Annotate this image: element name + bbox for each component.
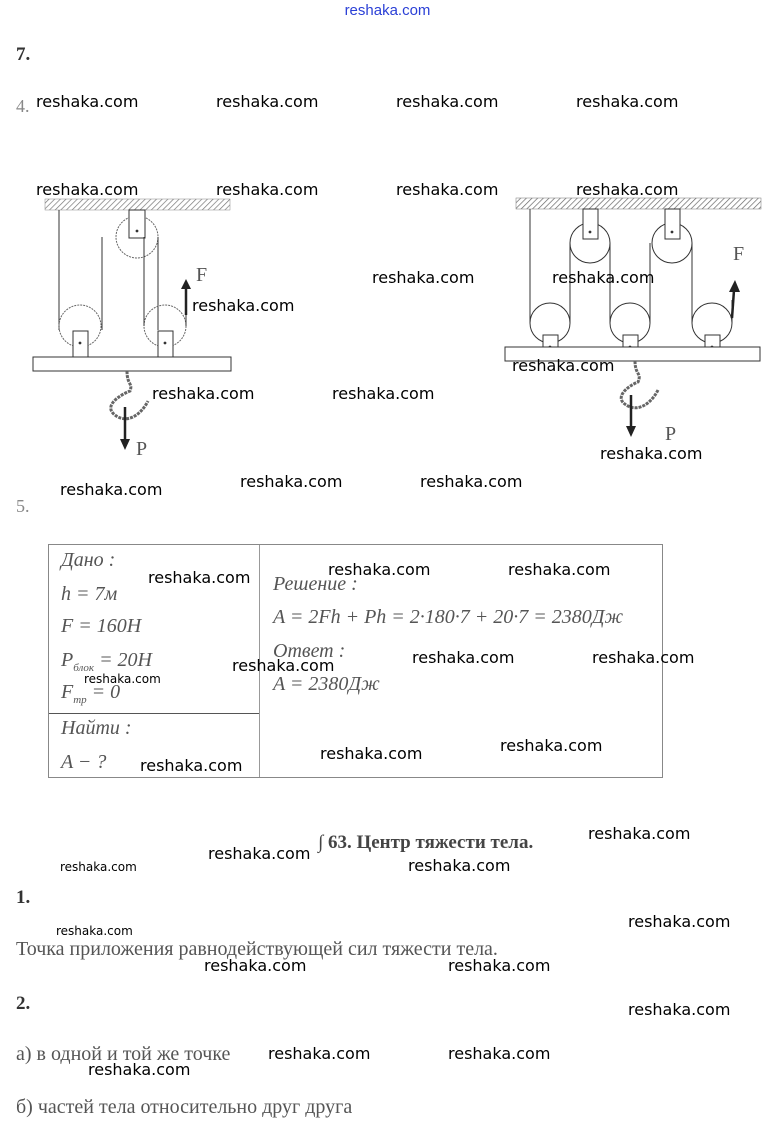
force-label-f: F: [196, 264, 207, 286]
given-f: F = 160H: [61, 615, 142, 637]
watermark: reshaka.com: [500, 736, 603, 755]
left-movable-pulley: [58, 304, 102, 348]
answer-1: Точка приложения равнодействующей сил тя…: [16, 938, 498, 960]
given-h: h = 7м: [61, 583, 118, 605]
answer-value: A = 2380Дж: [273, 673, 380, 695]
given-p-block: Pблок = 20H: [61, 649, 152, 674]
ceiling: [44, 198, 231, 211]
site-header-link[interactable]: reshaka.com: [344, 2, 431, 19]
pulley-diagram-left: F P: [30, 195, 270, 470]
force-arrow-up: [729, 280, 740, 292]
watermark: reshaka.com: [448, 1044, 551, 1063]
watermark: reshaka.com: [328, 560, 431, 579]
force-arrow-up: [181, 279, 191, 289]
platform: [504, 346, 761, 362]
find-heading: Найти :: [61, 717, 132, 739]
watermark: reshaka.com: [628, 912, 731, 931]
watermark: reshaka.com: [396, 180, 499, 199]
watermark: reshaka.com: [628, 1000, 731, 1019]
question-number-1: 1.: [16, 887, 31, 908]
watermark: reshaka.com: [36, 92, 139, 111]
weight-arrow-down: [626, 426, 636, 437]
watermark: reshaka.com: [592, 648, 695, 667]
given-f-friction: Fтр = 0: [61, 681, 120, 706]
hook: [109, 370, 150, 421]
watermark: reshaka.com: [60, 860, 137, 874]
pulley-diagram-right: F P: [500, 190, 770, 455]
watermark: reshaka.com: [268, 1044, 371, 1063]
find-value: A − ?: [61, 751, 107, 773]
watermark: reshaka.com: [600, 444, 703, 463]
watermark: reshaka.com: [36, 180, 139, 199]
weight-arrow-down: [120, 439, 130, 450]
watermark: reshaka.com: [448, 956, 551, 975]
watermark: reshaka.com: [412, 648, 515, 667]
solution-formula: A = 2Fh + Ph = 2·180·7 + 20·7 = 2380Дж: [273, 606, 624, 628]
watermark: reshaka.com: [396, 92, 499, 111]
watermark: reshaka.com: [372, 268, 475, 287]
watermark: reshaka.com: [152, 384, 255, 403]
watermark: reshaka.com: [408, 856, 511, 875]
watermark: reshaka.com: [576, 180, 679, 199]
weight-label-p: P: [665, 423, 676, 445]
p-block-symbol: P: [61, 649, 74, 671]
watermark: reshaka.com: [208, 844, 311, 863]
watermark: reshaka.com: [60, 480, 163, 499]
watermark: reshaka.com: [192, 296, 295, 315]
watermark: reshaka.com: [240, 472, 343, 491]
given-find-divider: [49, 713, 259, 714]
answer-2a: а) в одной и той же точке: [16, 1043, 231, 1065]
weight-label-p: P: [136, 438, 147, 460]
top-pulley-bracket: [128, 209, 146, 239]
watermark: reshaka.com: [508, 560, 611, 579]
watermark: reshaka.com: [232, 656, 335, 675]
f-tr-value: = 0: [86, 681, 121, 703]
platform: [32, 356, 232, 372]
f-tr-subscript: тр: [73, 694, 87, 706]
answer-2b: б) частей тела относительно друг друга: [16, 1096, 353, 1118]
watermark: reshaka.com: [552, 268, 655, 287]
force-label-f: F: [733, 243, 744, 265]
given-solution-table: Дано : h = 7м F = 160H Pблок = 20H Fтр =…: [48, 544, 663, 778]
hook: [619, 360, 660, 410]
given-heading: Дано :: [61, 549, 116, 571]
section-title: ∫ 63. Центр тяжести тела.: [318, 832, 534, 853]
task-number-7: 7.: [16, 44, 31, 65]
solution-heading: Решение :: [273, 573, 358, 595]
watermark: reshaka.com: [512, 356, 615, 375]
p-block-subscript: блок: [73, 662, 95, 674]
watermark: reshaka.com: [88, 1060, 191, 1079]
p-block-value: = 20H: [94, 649, 153, 671]
answer-heading: Ответ :: [273, 640, 346, 662]
watermark: reshaka.com: [216, 92, 319, 111]
watermark: reshaka.com: [332, 384, 435, 403]
question-number-2: 2.: [16, 993, 31, 1014]
watermark: reshaka.com: [148, 568, 251, 587]
watermark: reshaka.com: [576, 92, 679, 111]
subtask-number-5: 5.: [16, 496, 30, 516]
f-tr-symbol: F: [61, 681, 74, 703]
watermark: reshaka.com: [204, 956, 307, 975]
subtask-number-4: 4.: [16, 96, 30, 116]
ceiling: [515, 197, 762, 210]
watermark: reshaka.com: [588, 824, 691, 843]
watermark: reshaka.com: [140, 756, 243, 775]
watermark: reshaka.com: [320, 744, 423, 763]
watermark: reshaka.com: [56, 924, 133, 938]
watermark: reshaka.com: [84, 672, 161, 686]
given-column: Дано : h = 7м F = 160H Pблок = 20H Fтр =…: [49, 545, 260, 777]
watermark: reshaka.com: [420, 472, 523, 491]
watermark: reshaka.com: [216, 180, 319, 199]
